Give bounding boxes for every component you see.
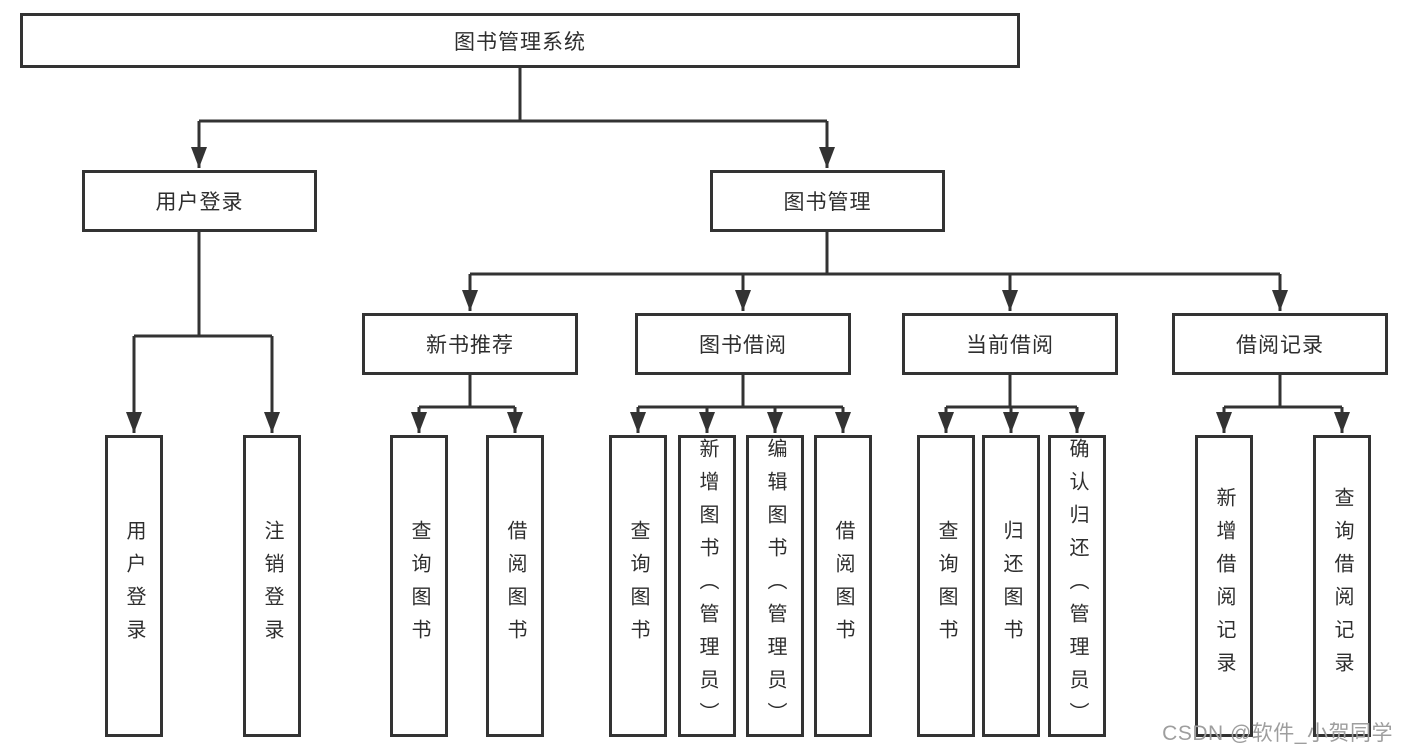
- node-label: 借阅图书: [504, 520, 526, 652]
- node-label: 确认归还（管理员）: [1066, 437, 1088, 735]
- node-book-management-branch: 图书管理: [710, 170, 945, 232]
- node-user-login-branch: 用户登录: [82, 170, 317, 232]
- node-label: 新增借阅记录: [1213, 487, 1235, 685]
- node-label: 借阅图书: [832, 520, 854, 652]
- leaf-search-book: 查询图书: [609, 435, 667, 737]
- node-current-borrow: 当前借阅: [902, 313, 1118, 375]
- node-label: 新书推荐: [426, 334, 514, 357]
- leaf-return-book: 归还图书: [982, 435, 1040, 737]
- leaf-add-book-admin: 新增图书（管理员）: [678, 435, 736, 737]
- node-label: 当前借阅: [966, 334, 1054, 357]
- node-label: 归还图书: [1000, 520, 1022, 652]
- leaf-search-book: 查询图书: [917, 435, 975, 737]
- leaf-logout: 注销登录: [243, 435, 301, 737]
- leaf-confirm-return-admin: 确认归还（管理员）: [1048, 435, 1106, 737]
- node-label: 查询借阅记录: [1331, 487, 1353, 685]
- node-label: 图书借阅: [699, 334, 787, 357]
- node-book-management-system: 图书管理系统: [20, 13, 1020, 68]
- leaf-add-borrow-record: 新增借阅记录: [1195, 435, 1253, 737]
- node-label: 查询图书: [935, 520, 957, 652]
- node-label: 借阅记录: [1236, 334, 1324, 357]
- node-label: 用户登录: [155, 191, 244, 214]
- leaf-user-login: 用户登录: [105, 435, 163, 737]
- node-label: 查询图书: [627, 520, 649, 652]
- node-label: 用户登录: [123, 520, 145, 652]
- node-new-book-recommend: 新书推荐: [362, 313, 578, 375]
- node-label: 编辑图书（管理员）: [764, 437, 786, 735]
- leaf-borrow-book: 借阅图书: [814, 435, 872, 737]
- node-label: 图书管理: [783, 191, 872, 214]
- leaf-edit-book-admin: 编辑图书（管理员）: [746, 435, 804, 737]
- leaf-search-book: 查询图书: [390, 435, 448, 737]
- node-label: 新增图书（管理员）: [696, 437, 718, 735]
- node-book-borrow: 图书借阅: [635, 313, 851, 375]
- node-label: 注销登录: [261, 520, 283, 652]
- node-label: 图书管理系统: [454, 30, 586, 54]
- leaf-borrow-book: 借阅图书: [486, 435, 544, 737]
- node-label: 查询图书: [408, 520, 430, 652]
- csdn-watermark: CSDN @软件_小贺同学: [1162, 722, 1393, 745]
- node-borrow-records: 借阅记录: [1172, 313, 1388, 375]
- leaf-query-borrow-record: 查询借阅记录: [1313, 435, 1371, 737]
- tree-edges: [126, 68, 1350, 433]
